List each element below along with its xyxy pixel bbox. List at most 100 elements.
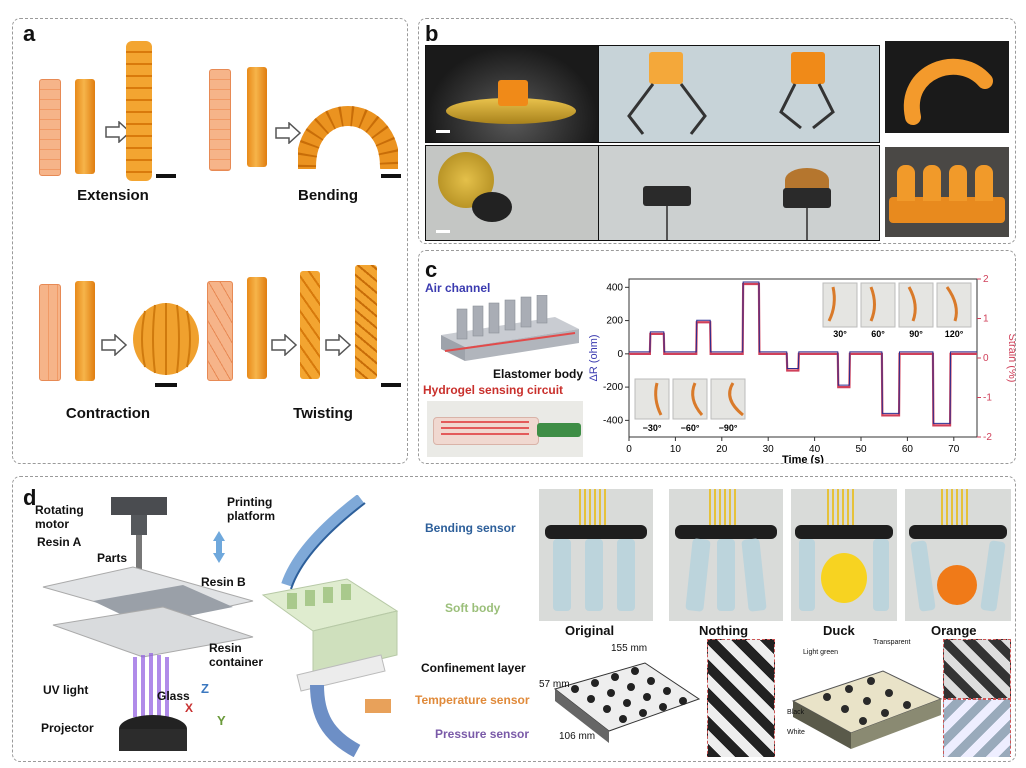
scale-bar <box>381 383 401 387</box>
arrow-icon <box>271 334 297 356</box>
photo-gripper-duck <box>791 489 897 621</box>
y-tick-label: 400 <box>606 282 623 293</box>
caption-twisting: Twisting <box>293 405 353 422</box>
arrow-icon <box>325 334 351 356</box>
tube-pink <box>209 69 231 171</box>
tube-pink <box>39 284 61 381</box>
caption-nothing: Nothing <box>699 623 749 638</box>
tube-twisted <box>300 271 320 379</box>
photo-actuator-side <box>885 147 1009 237</box>
panel-a-label: a <box>23 21 36 46</box>
x-tick-label: 10 <box>670 444 682 455</box>
y2-tick-label: 1 <box>983 314 989 325</box>
label-hydrogel: Hydrogel sensing circuit <box>423 383 564 397</box>
x-tick-label: 30 <box>763 444 775 455</box>
tube-pink-twisted <box>207 281 233 381</box>
caption-bending: Bending <box>298 187 358 204</box>
inset-angle-label: −60° <box>681 423 700 433</box>
label-elastomer-body: Elastomer body <box>493 367 584 381</box>
photo-coin-sensor <box>425 145 599 241</box>
caption-original: Original <box>565 623 615 638</box>
label-soft-body: Soft body <box>445 601 501 615</box>
label-uv-light: UV light <box>43 683 89 697</box>
arrow-icon <box>101 334 127 356</box>
label-resin-a: Resin A <box>37 535 82 549</box>
x-tick-label: 50 <box>855 444 867 455</box>
y2-tick-label: 2 <box>983 274 989 285</box>
x-tick-label: 70 <box>948 444 960 455</box>
tube-orange <box>247 277 267 379</box>
panel-a: a Extension Bending Contraction Twisting <box>12 18 408 464</box>
label-black: Black <box>787 709 805 716</box>
inset-actuator <box>728 382 744 417</box>
tube-orange <box>247 67 267 167</box>
printer-schematic <box>42 497 254 751</box>
tube-orange <box>75 79 95 174</box>
photo-hydrogel-sensor <box>427 401 583 457</box>
dim-depth: 106 mm <box>559 731 596 742</box>
photo-bent-soft <box>885 41 1009 133</box>
tube-twisted-more <box>355 265 377 379</box>
panel-d-label: d <box>23 485 37 510</box>
arrow-icon <box>105 121 131 143</box>
caption-contraction: Contraction <box>65 405 151 422</box>
label-printing-platform: Printing platform <box>227 495 275 523</box>
inset-angle-label: 120° <box>945 329 964 339</box>
y2-tick-label: -1 <box>983 393 992 404</box>
inset-actuator <box>945 286 958 322</box>
contracted-actuator <box>133 303 199 375</box>
sensor-exploded-view <box>261 495 399 757</box>
label-temperature-sensor: Temperature sensor <box>415 693 530 707</box>
label-resin-b: Resin B <box>201 575 246 589</box>
dim-width: 155 mm <box>611 643 648 654</box>
inset-actuator <box>869 286 876 322</box>
inset-actuator <box>907 286 917 322</box>
label-confinement-layer: Confinement layer <box>421 661 526 675</box>
photo-coin-gripper <box>425 45 599 143</box>
caption-duck: Duck <box>823 623 855 638</box>
label-parts: Parts <box>97 551 128 565</box>
label-white: White <box>787 729 805 736</box>
y-tick-label: 0 <box>617 349 623 360</box>
photo-sensor-inflated <box>735 145 880 241</box>
inset-actuator <box>654 382 663 416</box>
label-projector: Projector <box>41 721 94 735</box>
arrow-icon <box>275 122 301 144</box>
inset-actuator <box>827 286 836 322</box>
x-tick-label: 40 <box>809 444 821 455</box>
inset-photo <box>860 282 896 328</box>
photo-gripper-open <box>599 45 736 143</box>
axis-y: Y <box>217 713 226 728</box>
y-axis-label: ΔR (ohm) <box>588 334 600 381</box>
photo-gripper-orange <box>905 489 1011 621</box>
inset-actuator <box>691 382 704 416</box>
elastomer-schematic <box>441 295 579 361</box>
label-resin-container: Resin container <box>209 641 264 669</box>
tube-orange <box>75 281 95 381</box>
inset-angle-label: 30° <box>833 329 847 339</box>
y-tick-label: 200 <box>606 316 623 327</box>
caption-orange: Orange <box>931 623 977 638</box>
label-rotating-motor: Rotating motor <box>35 503 84 531</box>
panel-d: d Rotating motor Printing platform Resin… <box>12 476 1016 762</box>
y2-tick-label: 0 <box>983 353 989 364</box>
panel-b-label: b <box>425 21 439 46</box>
tube-extended <box>126 41 152 181</box>
y-tick-label: -200 <box>603 382 623 393</box>
panel-b: b <box>418 18 1016 244</box>
caption-extension: Extension <box>77 187 149 204</box>
photo-gripper-nothing <box>669 489 783 621</box>
axis-z: Z <box>201 681 209 696</box>
photo-gripper-closed <box>735 45 880 143</box>
label-air-channel: Air channel <box>425 281 491 295</box>
x-tick-label: 20 <box>716 444 728 455</box>
label-glass: Glass <box>157 689 190 703</box>
label-bending-sensor: Bending sensor <box>425 521 516 535</box>
scale-bar <box>156 174 176 178</box>
panel-c-label: c <box>425 257 438 282</box>
label-transparent: Transparent <box>873 639 911 646</box>
x-tick-label: 60 <box>902 444 914 455</box>
photo-gripper-original <box>539 489 653 621</box>
x-axis-label: Time (s) <box>782 454 824 463</box>
y2-tick-label: -2 <box>983 432 992 443</box>
